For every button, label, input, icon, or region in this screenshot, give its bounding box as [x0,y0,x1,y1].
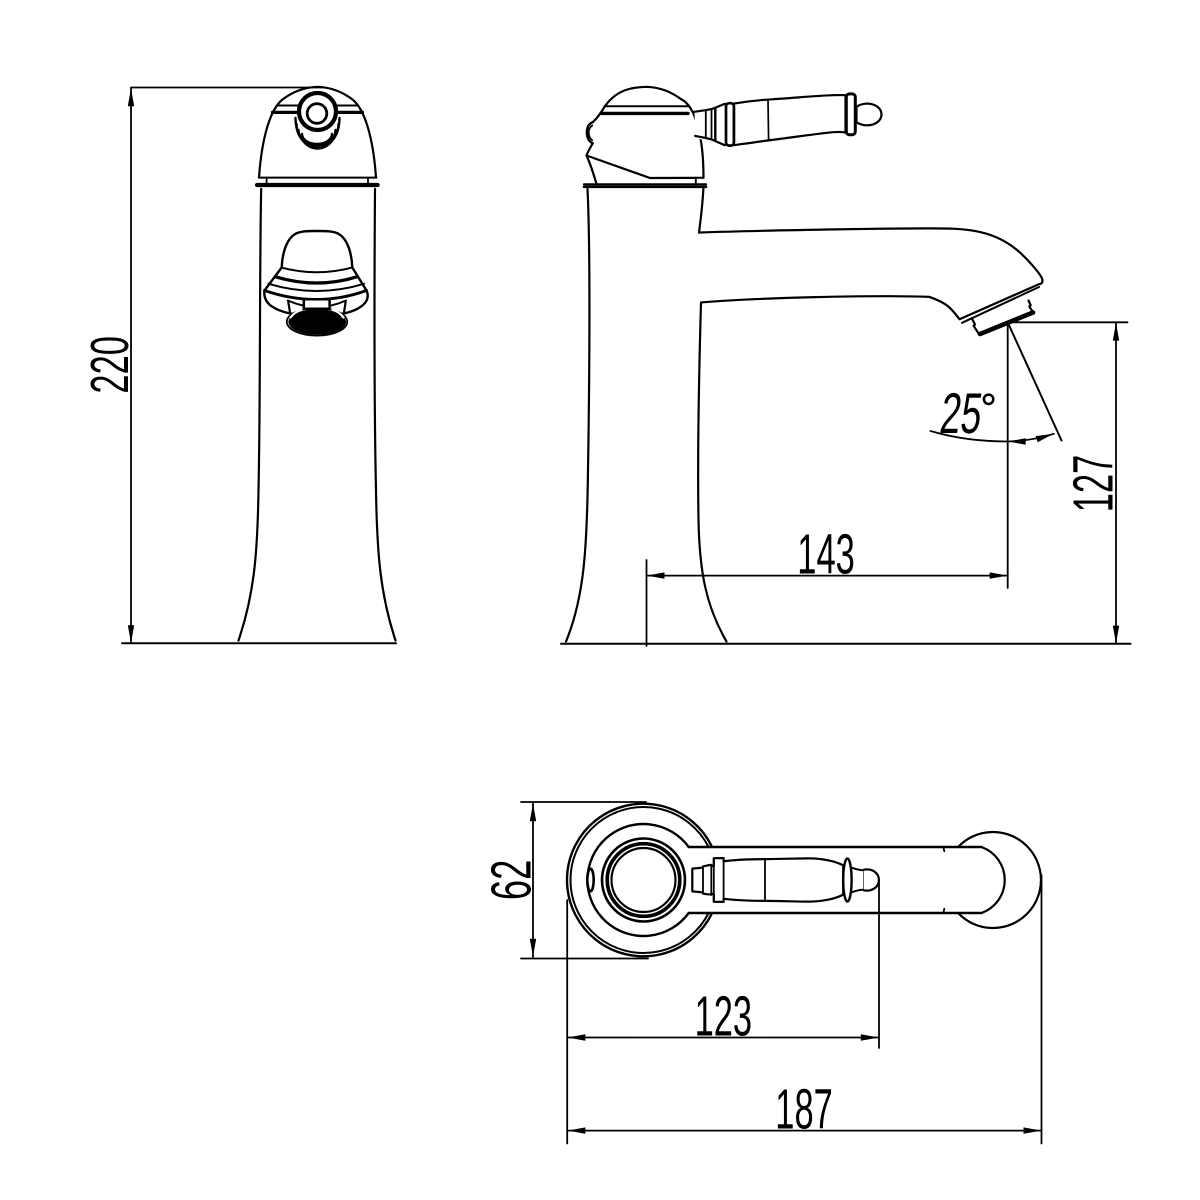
svg-text:62: 62 [480,860,543,901]
svg-text:220: 220 [80,336,140,394]
svg-text:127: 127 [1062,455,1125,513]
svg-text:143: 143 [797,522,855,585]
svg-text:187: 187 [775,1078,833,1141]
svg-text:123: 123 [695,984,753,1047]
svg-text:25: 25 [937,382,986,446]
